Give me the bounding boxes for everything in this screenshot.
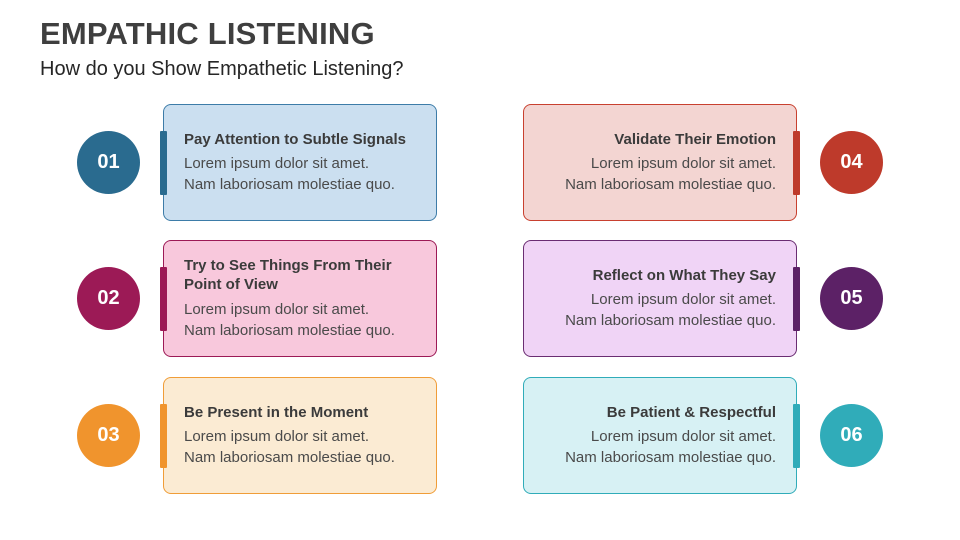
step-unit-03: 03 Be Present in the Moment Lorem ipsum … [77,377,437,494]
card-title: Validate Their Emotion [614,130,776,148]
step-number-badge: 04 [820,131,883,194]
step-number-badge: 05 [820,267,883,330]
step-unit-02: 02 Try to See Things From Their Point of… [77,240,437,357]
step-unit-01: 01 Pay Attention to Subtle Signals Lorem… [77,104,437,221]
card-title: Try to See Things From Their Point of Vi… [184,256,392,294]
card-title: Pay Attention to Subtle Signals [184,130,406,148]
card-body-line: Nam laboriosam molestiae quo. [565,175,776,193]
step-number-badge: 02 [77,267,140,330]
card-body-line: Lorem ipsum dolor sit amet. [590,291,776,309]
card-body-line: Lorem ipsum dolor sit amet. [184,300,370,318]
step-unit-05: 05 Reflect on What They Say Lorem ipsum … [523,240,883,357]
step-card: Reflect on What They Say Lorem ipsum dol… [523,240,800,357]
card-body-line: Nam laboriosam molestiae quo. [184,175,395,193]
step-number-badge: 01 [77,131,140,194]
card-body-line: Nam laboriosam molestiae quo. [184,321,395,339]
accent-bar [793,130,800,195]
accent-bar [160,130,167,195]
step-card: Validate Their Emotion Lorem ipsum dolor… [523,104,800,221]
step-card: Be Patient & Respectful Lorem ipsum dolo… [523,377,800,494]
page-title: EMPATHIC LISTENING [40,16,375,51]
card-body-line: Lorem ipsum dolor sit amet. [184,155,370,173]
step-card: Pay Attention to Subtle Signals Lorem ip… [160,104,437,221]
card-title: Be Present in the Moment [184,403,369,421]
step-number-badge: 06 [820,404,883,467]
step-card: Be Present in the Moment Lorem ipsum dol… [160,377,437,494]
card-title: Be Patient & Respectful [606,403,776,421]
card-body-line: Nam laboriosam molestiae quo. [565,448,776,466]
card-body-line: Lorem ipsum dolor sit amet. [590,155,776,173]
accent-bar [160,403,167,468]
card-title: Reflect on What They Say [592,266,776,284]
card-body-line: Nam laboriosam molestiae quo. [184,448,395,466]
page-subtitle: How do you Show Empathetic Listening? [40,58,404,80]
accent-bar [793,403,800,468]
card-body-line: Lorem ipsum dolor sit amet. [590,428,776,446]
accent-bar [793,266,800,331]
accent-bar [160,266,167,331]
card-body-line: Lorem ipsum dolor sit amet. [184,428,370,446]
step-card: Try to See Things From Their Point of Vi… [160,240,437,357]
step-number-badge: 03 [77,404,140,467]
step-unit-06: 06 Be Patient & Respectful Lorem ipsum d… [523,377,883,494]
card-body-line: Nam laboriosam molestiae quo. [565,311,776,329]
step-unit-04: 04 Validate Their Emotion Lorem ipsum do… [523,104,883,221]
